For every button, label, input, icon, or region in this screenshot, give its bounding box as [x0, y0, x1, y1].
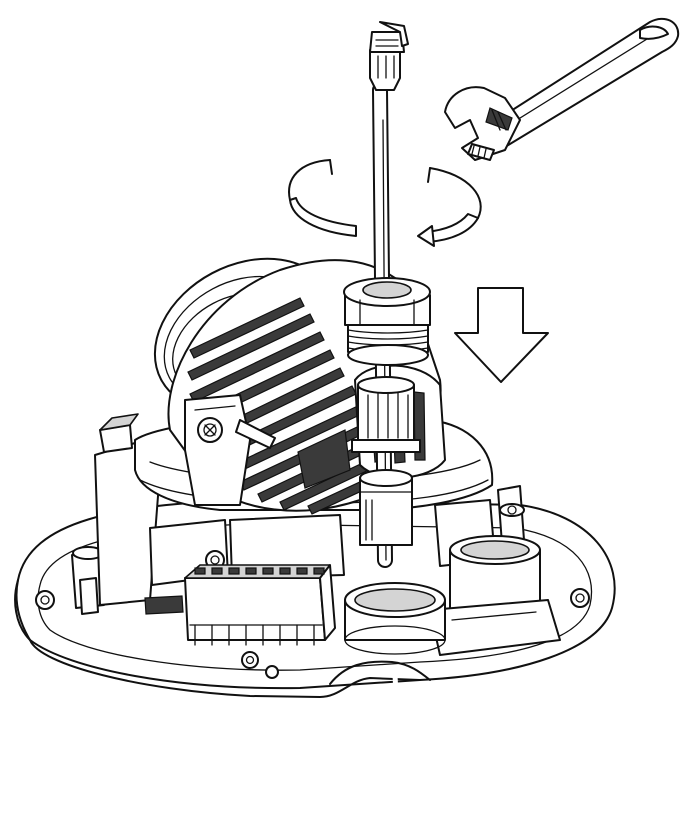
cable-gland-nut: [343, 277, 431, 366]
terminal-pins: [194, 567, 325, 575]
rj45-connector-icon: [369, 21, 409, 91]
wrench-icon: [444, 17, 680, 161]
ethernet-cable-lower: [156, 672, 398, 815]
rotate-clockwise-icon: [288, 159, 482, 247]
gland-thread: [347, 324, 429, 353]
cable-entry-port: [344, 582, 446, 655]
conduit-port: [429, 535, 561, 656]
gland-seal-lower: [359, 469, 413, 546]
arrow-down-icon: [454, 287, 549, 383]
gland-clamp: [351, 376, 421, 453]
terminal-block: [144, 564, 336, 646]
